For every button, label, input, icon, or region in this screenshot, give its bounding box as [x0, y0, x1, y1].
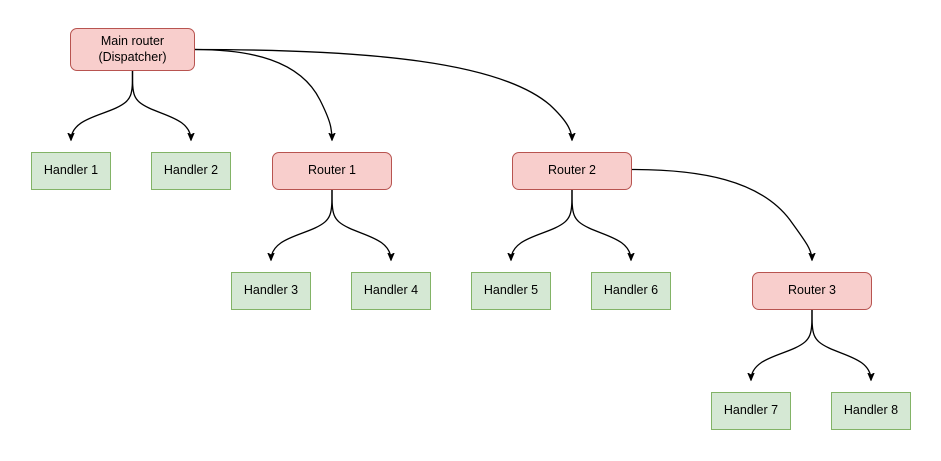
edge-router-2-to-router-3 — [631, 168, 812, 261]
edge-router-2-to-handler-6 — [571, 189, 631, 260]
node-handler-6[interactable]: Handler 6 — [591, 272, 671, 310]
node-label-handler-6: Handler 6 — [603, 283, 659, 298]
node-label-main-router: Main router (Dispatcher) — [98, 33, 167, 64]
node-router-1[interactable]: Router 1 — [272, 152, 392, 190]
node-handler-1[interactable]: Handler 1 — [31, 152, 111, 190]
edge-main-router-to-handler-1 — [71, 70, 134, 140]
node-label-handler-7: Handler 7 — [723, 403, 779, 418]
node-router-2[interactable]: Router 2 — [512, 152, 632, 190]
node-label-router-2: Router 2 — [548, 163, 596, 178]
edge-router-3-to-handler-8 — [811, 309, 871, 380]
node-label-handler-2: Handler 2 — [163, 163, 219, 178]
node-label-handler-3: Handler 3 — [243, 283, 299, 298]
node-handler-8[interactable]: Handler 8 — [831, 392, 911, 430]
node-handler-5[interactable]: Handler 5 — [471, 272, 551, 310]
node-label-router-3: Router 3 — [788, 283, 836, 298]
node-handler-3[interactable]: Handler 3 — [231, 272, 311, 310]
node-handler-7[interactable]: Handler 7 — [711, 392, 791, 430]
node-label-handler-1: Handler 1 — [43, 163, 99, 178]
edge-router-1-to-handler-3 — [271, 189, 333, 260]
node-label-router-1: Router 1 — [308, 163, 356, 178]
edge-main-router-to-router-2 — [194, 48, 572, 141]
node-router-3[interactable]: Router 3 — [752, 272, 872, 310]
node-label-handler-5: Handler 5 — [483, 283, 539, 298]
node-label-handler-8: Handler 8 — [843, 403, 899, 418]
edge-main-router-to-router-1 — [194, 48, 332, 141]
edge-router-1-to-handler-4 — [331, 189, 391, 260]
edge-main-router-to-handler-2 — [131, 70, 192, 140]
node-handler-2[interactable]: Handler 2 — [151, 152, 231, 190]
edge-router-3-to-handler-7 — [751, 309, 813, 380]
node-main-router[interactable]: Main router (Dispatcher) — [70, 28, 195, 71]
edge-router-2-to-handler-5 — [511, 189, 573, 260]
edges-group — [71, 48, 871, 381]
node-handler-4[interactable]: Handler 4 — [351, 272, 431, 310]
node-label-handler-4: Handler 4 — [363, 283, 419, 298]
